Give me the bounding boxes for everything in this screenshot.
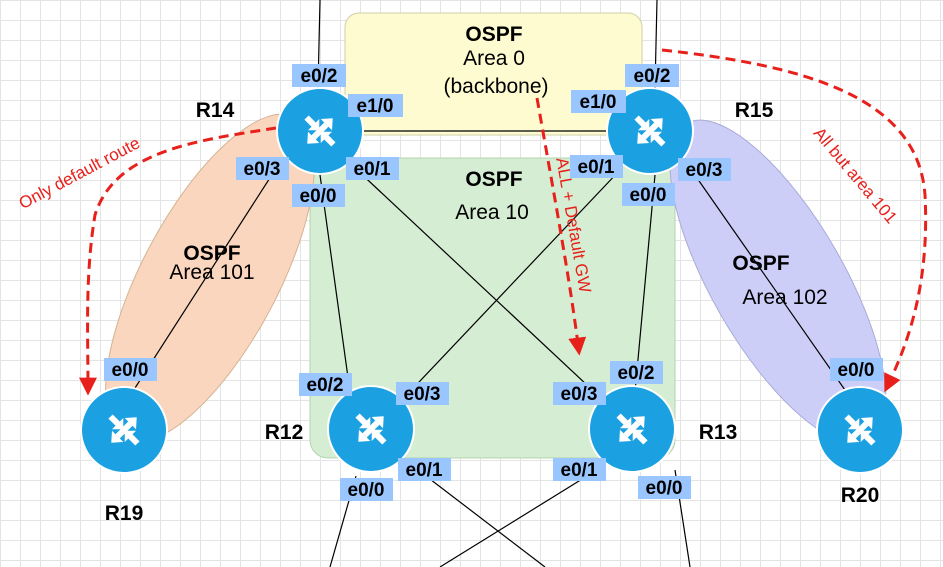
area-10-title: OSPF	[465, 168, 522, 191]
arrow-only-default-route	[78, 126, 277, 396]
port-r20-e0-0: e0/0	[838, 360, 875, 381]
port-r15-e0-0: e0/0	[630, 185, 667, 206]
router-r13-label: R13	[699, 421, 738, 444]
area-101-title: OSPF	[183, 242, 240, 265]
arrow-all-but-area-101	[661, 48, 928, 393]
area-102-title: OSPF	[732, 252, 789, 275]
port-r14-e0-0: e0/0	[300, 186, 337, 207]
port-r14-e0-2: e0/2	[301, 66, 338, 87]
router-r14[interactable]	[276, 87, 364, 175]
port-r19-e0-0: e0/0	[112, 360, 149, 381]
area-labels: OSPF Area 0 (backbone) OSPF Area 10 OSPF…	[169, 23, 827, 309]
router-r12-label: R12	[265, 421, 304, 444]
router-r15-label: R15	[735, 99, 774, 122]
link-r13-down-left	[439, 467, 601, 567]
port-r14-e0-3: e0/3	[244, 159, 281, 180]
port-labels: e0/2 e1/0 e0/3 e0/1 e0/0 e0/2 e1/0 e0/1 …	[104, 64, 883, 501]
port-r12-e0-1: e0/1	[406, 460, 443, 481]
port-r13-e0-1: e0/1	[561, 460, 598, 481]
area-102-name: Area 102	[742, 286, 827, 309]
link-r14-r13	[354, 167, 604, 401]
router-r20-label: R20	[841, 484, 880, 507]
note-all-but-area-101: All but area 101	[810, 124, 901, 227]
router-r12[interactable]	[327, 385, 415, 473]
link-r15-r20	[689, 167, 846, 391]
router-r15[interactable]	[606, 87, 694, 175]
area-0-subtitle: (backbone)	[443, 75, 548, 98]
link-r14-r12	[319, 174, 351, 393]
router-labels: R14 R15 R12 R13 R19 R20	[105, 99, 880, 525]
port-r12-e0-0: e0/0	[348, 480, 385, 501]
router-r13[interactable]	[588, 385, 676, 473]
router-r20[interactable]	[816, 386, 904, 474]
arrow-all-default-gw	[535, 97, 587, 356]
area-0-name: Area 0	[463, 47, 525, 70]
link-r15-r12	[401, 169, 621, 401]
router-r19-label: R19	[105, 502, 144, 525]
port-r13-e0-2: e0/2	[618, 363, 655, 384]
port-r15-e0-3: e0/3	[686, 160, 723, 181]
port-r15-e1-0: e1/0	[580, 92, 617, 113]
link-r14-r19	[134, 169, 276, 389]
router-r19[interactable]	[80, 386, 168, 474]
router-r14-label: R14	[196, 99, 235, 122]
port-r13-e0-0: e0/0	[646, 478, 683, 499]
link-r15-r13	[634, 174, 656, 393]
area-10-name: Area 10	[455, 201, 529, 224]
port-r14-e1-0: e1/0	[357, 96, 394, 117]
port-r15-e0-2: e0/2	[634, 66, 671, 87]
port-r12-e0-3: e0/3	[404, 384, 441, 405]
area-0-title: OSPF	[465, 23, 522, 46]
port-r15-e0-1: e0/1	[578, 157, 615, 178]
port-r12-e0-2: e0/2	[307, 375, 344, 396]
port-r13-e0-3: e0/3	[561, 384, 598, 405]
area-101-name: Area 101	[169, 261, 254, 284]
port-r14-e0-1: e0/1	[354, 159, 391, 180]
route-annotations	[78, 48, 928, 396]
